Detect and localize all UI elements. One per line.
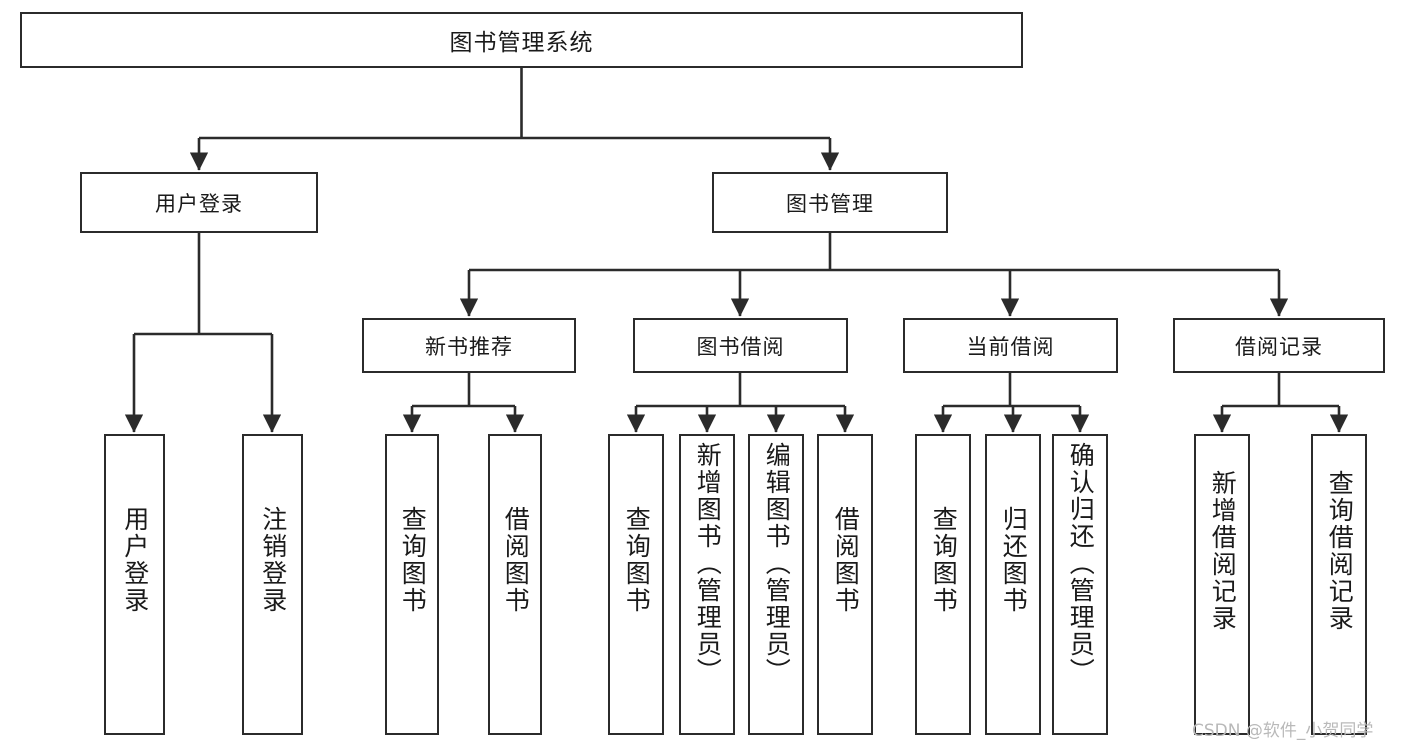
node-leaf-query-record-label: 查询借阅记录 [1325,470,1355,632]
node-leaf-confirm-return[interactable]: 确认归还（管理员） [1052,434,1108,735]
node-leaf-add-record-label: 新增借阅记录 [1208,470,1238,632]
node-leaf-borrow-book-label: 借阅图书 [831,506,861,614]
node-book-borrow-label: 图书借阅 [696,334,785,359]
node-borrow-record[interactable]: 借阅记录 [1173,318,1385,373]
node-root-label: 图书管理系统 [449,30,594,56]
node-user-login[interactable]: 用户登录 [80,172,318,233]
edge-book-borrow-children [626,373,855,433]
node-leaf-user-login[interactable]: 用户登录 [104,434,165,735]
edge-current-borrow-children [933,373,1090,433]
node-leaf-query-book-rec[interactable]: 查询图书 [385,434,439,735]
node-leaf-query-book-borrow-label: 查询图书 [622,506,652,614]
edge-user-login-children [124,233,282,433]
node-leaf-user-login-label: 用户登录 [120,506,150,614]
node-leaf-return-book[interactable]: 归还图书 [985,434,1041,735]
edge-borrow-record-children [1212,373,1349,433]
node-leaf-logout[interactable]: 注销登录 [242,434,303,735]
node-borrow-record-label: 借阅记录 [1235,334,1323,359]
node-user-login-label: 用户登录 [155,191,243,216]
node-current-borrow[interactable]: 当前借阅 [903,318,1118,373]
node-leaf-borrow-book-rec[interactable]: 借阅图书 [488,434,542,735]
node-leaf-query-book-rec-label: 查询图书 [398,506,428,614]
node-leaf-add-record[interactable]: 新增借阅记录 [1194,434,1250,735]
node-leaf-edit-book[interactable]: 编辑图书（管理员） [748,434,804,735]
node-leaf-confirm-return-label: 确认归还（管理员） [1066,442,1096,685]
node-leaf-logout-label: 注销登录 [258,506,288,614]
edge-root-bus [189,68,840,171]
node-leaf-query-book-cur[interactable]: 查询图书 [915,434,971,735]
node-new-book-rec-label: 新书推荐 [425,334,513,359]
node-leaf-query-record[interactable]: 查询借阅记录 [1311,434,1367,735]
node-new-book-rec[interactable]: 新书推荐 [362,318,576,373]
node-leaf-return-book-label: 归还图书 [999,506,1029,614]
node-leaf-query-book-cur-label: 查询图书 [929,506,959,614]
node-root[interactable]: 图书管理系统 [20,12,1023,68]
node-leaf-edit-book-label: 编辑图书（管理员） [762,442,792,685]
node-leaf-borrow-book-rec-label: 借阅图书 [501,506,531,614]
node-leaf-add-book-label: 新增图书（管理员） [693,442,723,685]
node-leaf-borrow-book[interactable]: 借阅图书 [817,434,873,735]
edge-book-manage-children [459,233,1289,317]
node-current-borrow-label: 当前借阅 [966,334,1055,359]
node-book-borrow[interactable]: 图书借阅 [633,318,848,373]
node-leaf-query-book-borrow[interactable]: 查询图书 [608,434,664,735]
node-book-manage[interactable]: 图书管理 [712,172,948,233]
node-book-manage-label: 图书管理 [786,191,874,216]
edge-new-book-rec-children [402,373,525,433]
csdn-watermark: CSDN @软件_小贺同学 [1192,721,1374,741]
node-leaf-add-book[interactable]: 新增图书（管理员） [679,434,735,735]
